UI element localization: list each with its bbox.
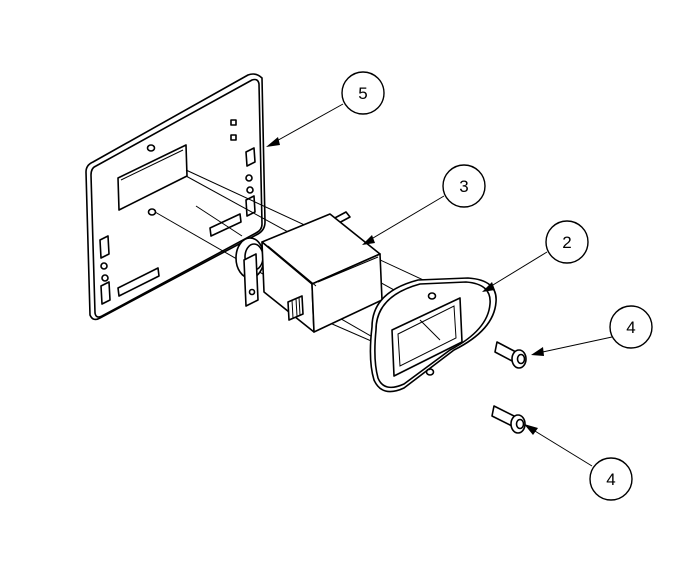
- balloon-screw-bottom: 4: [589, 457, 633, 501]
- balloon-plate: 5: [341, 71, 385, 115]
- screw-top: [494, 341, 527, 369]
- svg-text:5: 5: [358, 84, 367, 103]
- screw-bottom: [491, 405, 526, 434]
- balloon-ring: 2: [545, 220, 589, 264]
- svg-text:2: 2: [562, 233, 571, 252]
- mounting-plate: [85, 73, 266, 321]
- ring-frame: [369, 277, 497, 393]
- svg-text:4: 4: [606, 470, 615, 489]
- svg-text:3: 3: [459, 177, 468, 196]
- balloon-servo: 3: [442, 164, 486, 208]
- leader-arrows: [266, 103, 613, 467]
- svg-text:4: 4: [626, 318, 635, 337]
- servo-motor: [235, 211, 383, 333]
- balloon-screw-top: 4: [609, 305, 653, 349]
